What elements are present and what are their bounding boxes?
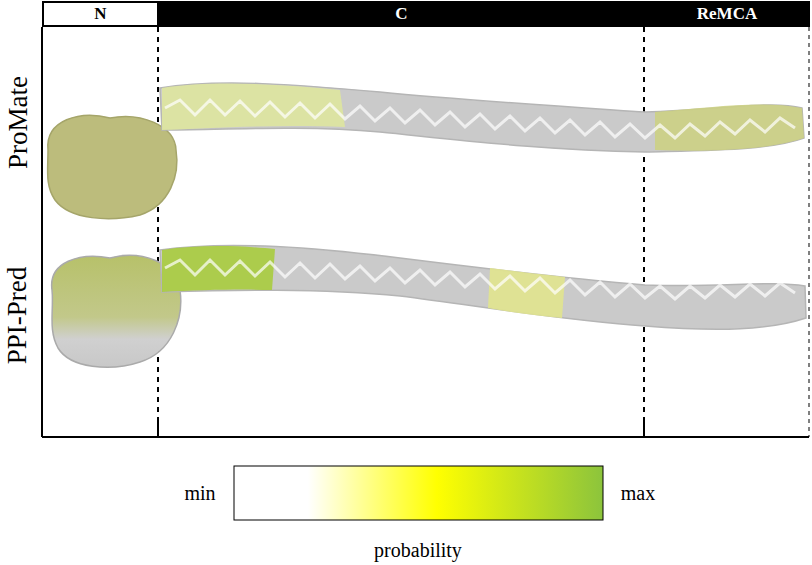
region-label: ReMCA: [697, 4, 757, 24]
ppi-pred-structure: [52, 245, 806, 367]
method-label: ProMate: [3, 76, 34, 169]
color-bar: [234, 466, 603, 520]
region-label: N: [94, 4, 106, 24]
scale-title: probability: [374, 539, 462, 562]
scale-max: max: [621, 482, 655, 505]
method-label: PPI-Pred: [3, 266, 34, 364]
region-band: ReMCA: [644, 1, 810, 27]
region-label: C: [395, 4, 407, 24]
region-band: C: [158, 1, 645, 27]
promate-structure: [48, 83, 804, 219]
scale-min: min: [184, 482, 215, 505]
frame: [42, 27, 809, 437]
region-band: N: [42, 1, 159, 27]
